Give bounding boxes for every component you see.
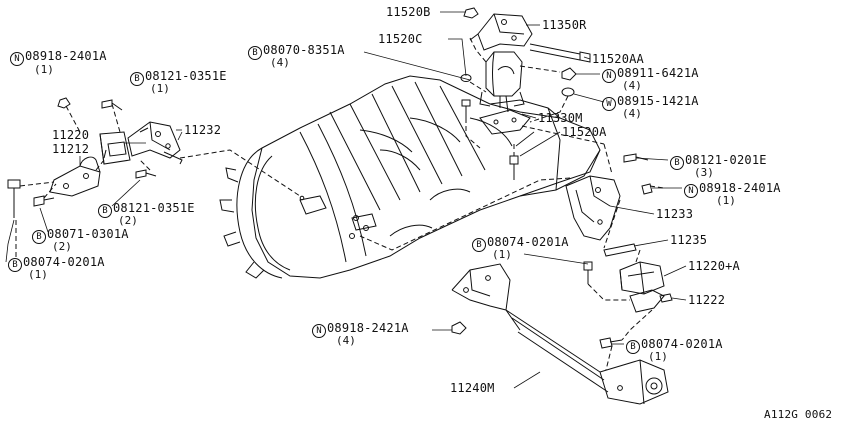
callout-11520A: 11520A <box>562 125 607 139</box>
rear-right-mount-group <box>565 153 673 349</box>
qty-08121-0351E-top: (1) <box>150 82 170 95</box>
qty-08070-8351A: (4) <box>270 56 290 69</box>
qty-08074-0201A-center: (1) <box>492 248 512 261</box>
callout-11220: 11220 <box>52 128 90 142</box>
prefix-n-icon: N <box>602 69 616 83</box>
prefix-n-icon: N <box>684 184 698 198</box>
qty-08071-0301A: (2) <box>52 240 72 253</box>
callout-11240M: 11240M <box>450 381 495 395</box>
crossmember <box>451 263 669 405</box>
left-mount-group <box>7 97 183 218</box>
prefix-b-icon: B <box>472 238 486 252</box>
prefix-b-icon: B <box>248 46 262 60</box>
transmission-assembly <box>219 75 601 279</box>
prefix-b-icon: B <box>670 156 684 170</box>
prefix-b-icon: B <box>626 340 640 354</box>
diagram-code: A112G 0062 <box>764 408 833 421</box>
prefix-n-icon: N <box>10 52 24 66</box>
leader-lines <box>5 11 687 389</box>
qty-08121-0201E: (3) <box>694 166 714 179</box>
prefix-w-icon: W <box>602 97 616 111</box>
callout-11350R: 11350R <box>542 18 587 32</box>
prefix-b-icon: B <box>32 230 46 244</box>
qty-08074-0201A-left: (1) <box>28 268 48 281</box>
callout-11330M: 11330M <box>538 111 583 125</box>
prefix-n-icon: N <box>312 324 326 338</box>
callout-11220-plus-a: 11220+A <box>688 259 740 273</box>
qty-08918-2401A-right: (1) <box>716 194 736 207</box>
callout-11212: 11212 <box>52 142 90 156</box>
qty-08911-6421A: (4) <box>622 79 642 92</box>
prefix-b-icon: B <box>8 258 22 272</box>
assembly-lines <box>15 37 665 371</box>
callout-11520AA: 11520AA <box>592 52 644 66</box>
prefix-b-icon: B <box>98 204 112 218</box>
prefix-b-icon: B <box>130 72 144 86</box>
callout-11222: 11222 <box>688 293 726 307</box>
qty-08074-0201A-bottom: (1) <box>648 350 668 363</box>
callout-11520B: 11520B <box>386 5 431 19</box>
callout-11233: 11233 <box>656 207 694 221</box>
callout-11232: 11232 <box>184 123 222 137</box>
qty-08918-2421A: (4) <box>336 334 356 347</box>
qty-08918-2401A-left: (1) <box>34 63 54 76</box>
callout-11520C: 11520C <box>378 32 423 46</box>
qty-08915-1421A: (4) <box>622 107 642 120</box>
qty-08121-0351E-bottom: (2) <box>118 214 138 227</box>
callout-11235: 11235 <box>670 233 708 247</box>
rear-upper-mount-group <box>460 7 591 180</box>
